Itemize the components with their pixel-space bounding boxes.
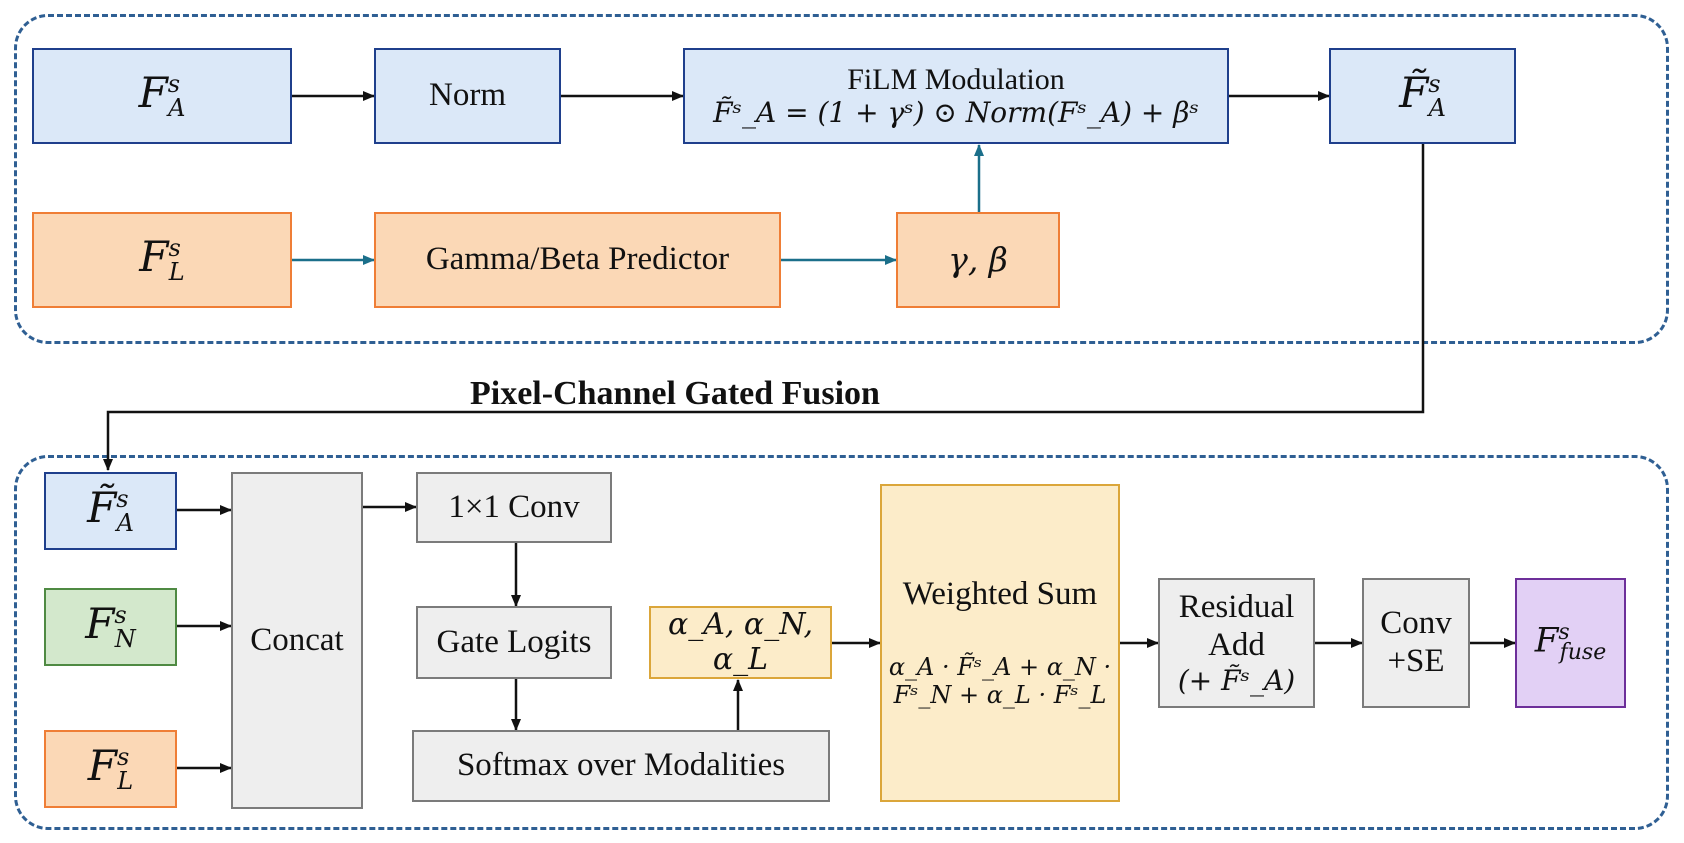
- fa-input-label: FsA: [138, 68, 186, 123]
- conv-se-box: Conv +SE: [1362, 578, 1470, 708]
- fa-tilde-box: F̃sA: [1329, 48, 1516, 144]
- softmax-box: Softmax over Modalities: [412, 730, 830, 802]
- input-l-label: FsL: [87, 741, 134, 796]
- residual-line2: Add: [1208, 626, 1265, 663]
- fl-input-label: FsL: [139, 232, 185, 287]
- fa-tilde-label: F̃sA: [1399, 68, 1446, 123]
- input-a-box: F̃sA: [44, 472, 177, 550]
- fuse-output-label: Fsfuse: [1534, 620, 1607, 666]
- gamma-beta-predictor-box: Gamma/Beta Predictor: [374, 212, 781, 308]
- input-l-box: FsL: [44, 730, 177, 808]
- film-modulation-box: FiLM Modulation F̃ˢ_A = (1 + γˢ) ⊙ Norm(…: [683, 48, 1229, 144]
- norm-box: Norm: [374, 48, 561, 144]
- film-equation: F̃ˢ_A = (1 + γˢ) ⊙ Norm(Fˢ_A) + βˢ: [713, 96, 1199, 130]
- gated-fusion-panel: [14, 455, 1669, 830]
- arrow-fatilde-to-bottom: [103, 143, 1425, 471]
- residual-add-box: Residual Add (+ F̃ˢ_A): [1158, 578, 1315, 708]
- fuse-output-box: Fsfuse: [1515, 578, 1626, 708]
- weighted-sum-title: Weighted Sum: [902, 576, 1098, 613]
- weighted-sum-box: Weighted Sum α_A · F̃ˢ_A + α_N · Fˢ_N + …: [880, 484, 1120, 802]
- input-n-label: FsN: [85, 599, 136, 654]
- input-a-label: F̃sA: [87, 483, 134, 538]
- conv-se-line2: +SE: [1387, 643, 1445, 679]
- weighted-sum-line2: Fˢ_N + α_L · Fˢ_L: [893, 680, 1107, 709]
- gamma-beta-box: γ, β: [896, 212, 1060, 308]
- section-title: Pixel-Channel Gated Fusion: [470, 375, 880, 412]
- gate-logits-box: Gate Logits: [416, 606, 612, 679]
- input-n-box: FsN: [44, 588, 177, 666]
- residual-line3: (+ F̃ˢ_A): [1177, 663, 1296, 697]
- weighted-sum-line1: α_A · F̃ˢ_A + α_N ·: [888, 653, 1112, 682]
- film-panel: [14, 14, 1669, 344]
- film-title: FiLM Modulation: [847, 62, 1065, 96]
- concat-box: Concat: [231, 472, 363, 809]
- fa-input-box: FsA: [32, 48, 292, 144]
- residual-line1: Residual: [1178, 588, 1295, 625]
- conv-1x1-box: 1×1 Conv: [416, 472, 612, 543]
- conv-se-line1: Conv: [1380, 605, 1452, 642]
- alphas-box: α_A, α_N, α_L: [649, 606, 832, 679]
- fl-input-box: FsL: [32, 212, 292, 308]
